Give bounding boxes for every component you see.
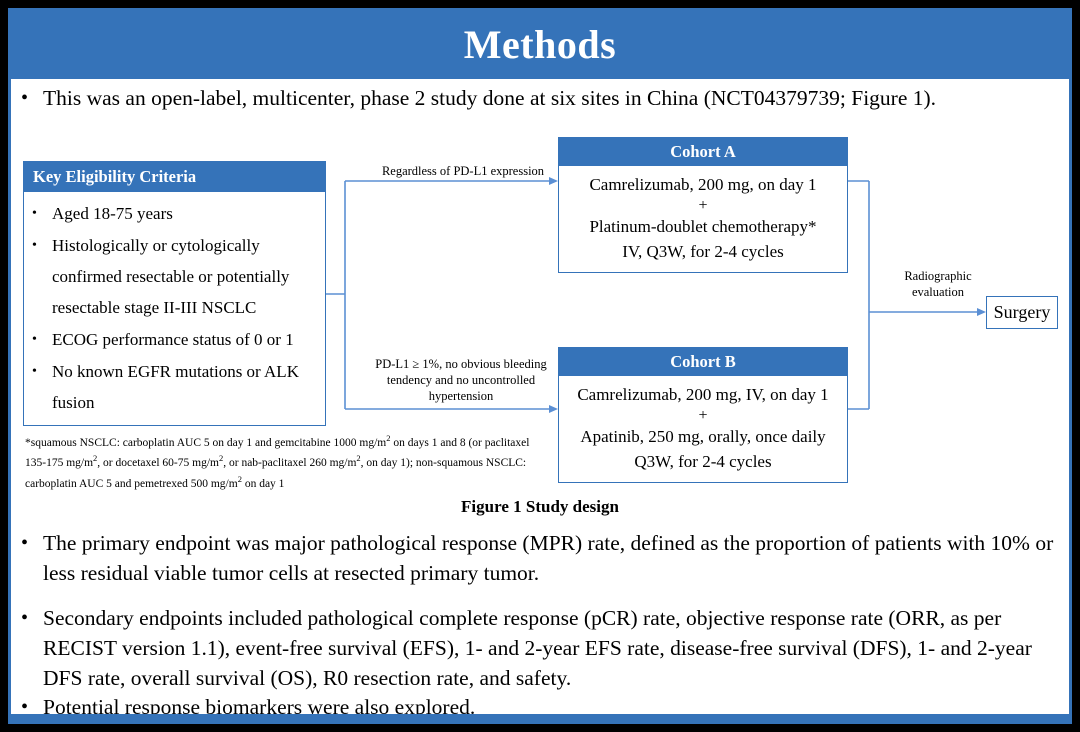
cohort-b-body: Camrelizumab, 200 mg, IV, on day 1 + Apa… [559, 376, 847, 482]
bullet-marker-icon: • [21, 607, 29, 629]
cohort-b-box: Cohort B Camrelizumab, 200 mg, IV, on da… [558, 347, 848, 483]
study-design-figure: Key Eligibility Criteria • Aged 18-75 ye… [11, 121, 1069, 511]
cohort-b-header: Cohort B [559, 348, 847, 376]
eligibility-item-text: ECOG performance status of 0 or 1 [52, 330, 294, 349]
eligibility-item-text: Histologically or cytologically confirme… [52, 236, 290, 317]
flow-connectors [326, 177, 986, 413]
eligibility-item-text: No known EGFR mutations or ALK fusion [52, 362, 299, 412]
bottom-accent-strip [11, 714, 1069, 721]
radiographic-evaluation-label: Radiographic evaluation [904, 269, 972, 299]
intro-bullet: • This was an open-label, multicenter, p… [21, 83, 1061, 113]
cohort-b-line2: Apatinib, 250 mg, orally, once daily [580, 427, 826, 446]
bullet-marker-icon: • [21, 532, 29, 554]
list-item: • ECOG performance status of 0 or 1 [32, 324, 319, 355]
list-item: • No known EGFR mutations or ALK fusion [32, 356, 319, 418]
cohort-a-header: Cohort A [559, 138, 847, 166]
figure-caption: Figure 1 Study design [461, 497, 619, 516]
cohort-a-body: Camrelizumab, 200 mg, on day 1 + Platinu… [559, 166, 847, 272]
bullet-marker-icon: • [32, 238, 37, 253]
cohort-a-line3: IV, Q3W, for 2-4 cycles [622, 242, 784, 261]
intro-bullet-text: This was an open-label, multicenter, pha… [43, 86, 937, 110]
bullet-marker-icon: • [21, 696, 29, 718]
cohort-a-line1: Camrelizumab, 200 mg, on day 1 [589, 175, 817, 194]
list-item: • Aged 18-75 years [32, 198, 319, 229]
secondary-endpoints-bullet: • Secondary endpoints included pathologi… [21, 603, 1061, 693]
primary-endpoint-text: The primary endpoint was major pathologi… [43, 531, 1054, 585]
cohort-b-line3: Q3W, for 2-4 cycles [634, 452, 772, 471]
secondary-endpoints-text: Secondary endpoints included pathologica… [43, 606, 1032, 690]
bullet-marker-icon: • [21, 87, 29, 109]
branch-label-bottom: PD-L1 ≥ 1%, no obvious bleeding tendency… [375, 357, 547, 403]
page-title: Methods [463, 22, 617, 67]
list-item: • Histologically or cytologically confir… [32, 230, 319, 323]
branch-label-top: Regardless of PD-L1 expression [381, 164, 545, 178]
surgery-box: Surgery [986, 296, 1058, 329]
figure-footnote: *squamous NSCLC: carboplatin AUC 5 on da… [25, 433, 530, 490]
cohort-a-line2: Platinum-doublet chemotherapy* [589, 217, 817, 236]
bullet-marker-icon: • [32, 332, 37, 347]
bullet-marker-icon: • [32, 206, 37, 221]
slide-title-banner: Methods [11, 11, 1069, 79]
slide-canvas: Methods • This was an open-label, multic… [8, 8, 1072, 724]
eligibility-header: Key Eligibility Criteria [24, 162, 325, 192]
cohort-a-box: Cohort A Camrelizumab, 200 mg, on day 1 … [558, 137, 848, 273]
eligibility-list: • Aged 18-75 years • Histologically or c… [24, 192, 325, 418]
primary-endpoint-bullet: • The primary endpoint was major patholo… [21, 528, 1061, 588]
eligibility-criteria-box: Key Eligibility Criteria • Aged 18-75 ye… [23, 161, 326, 426]
cohort-b-line1: Camrelizumab, 200 mg, IV, on day 1 [577, 385, 829, 404]
cohort-b-plus: + [698, 407, 708, 424]
eligibility-item-text: Aged 18-75 years [52, 204, 173, 223]
bullet-marker-icon: • [32, 364, 37, 379]
surgery-label: Surgery [993, 302, 1051, 322]
cohort-a-plus: + [698, 197, 708, 214]
